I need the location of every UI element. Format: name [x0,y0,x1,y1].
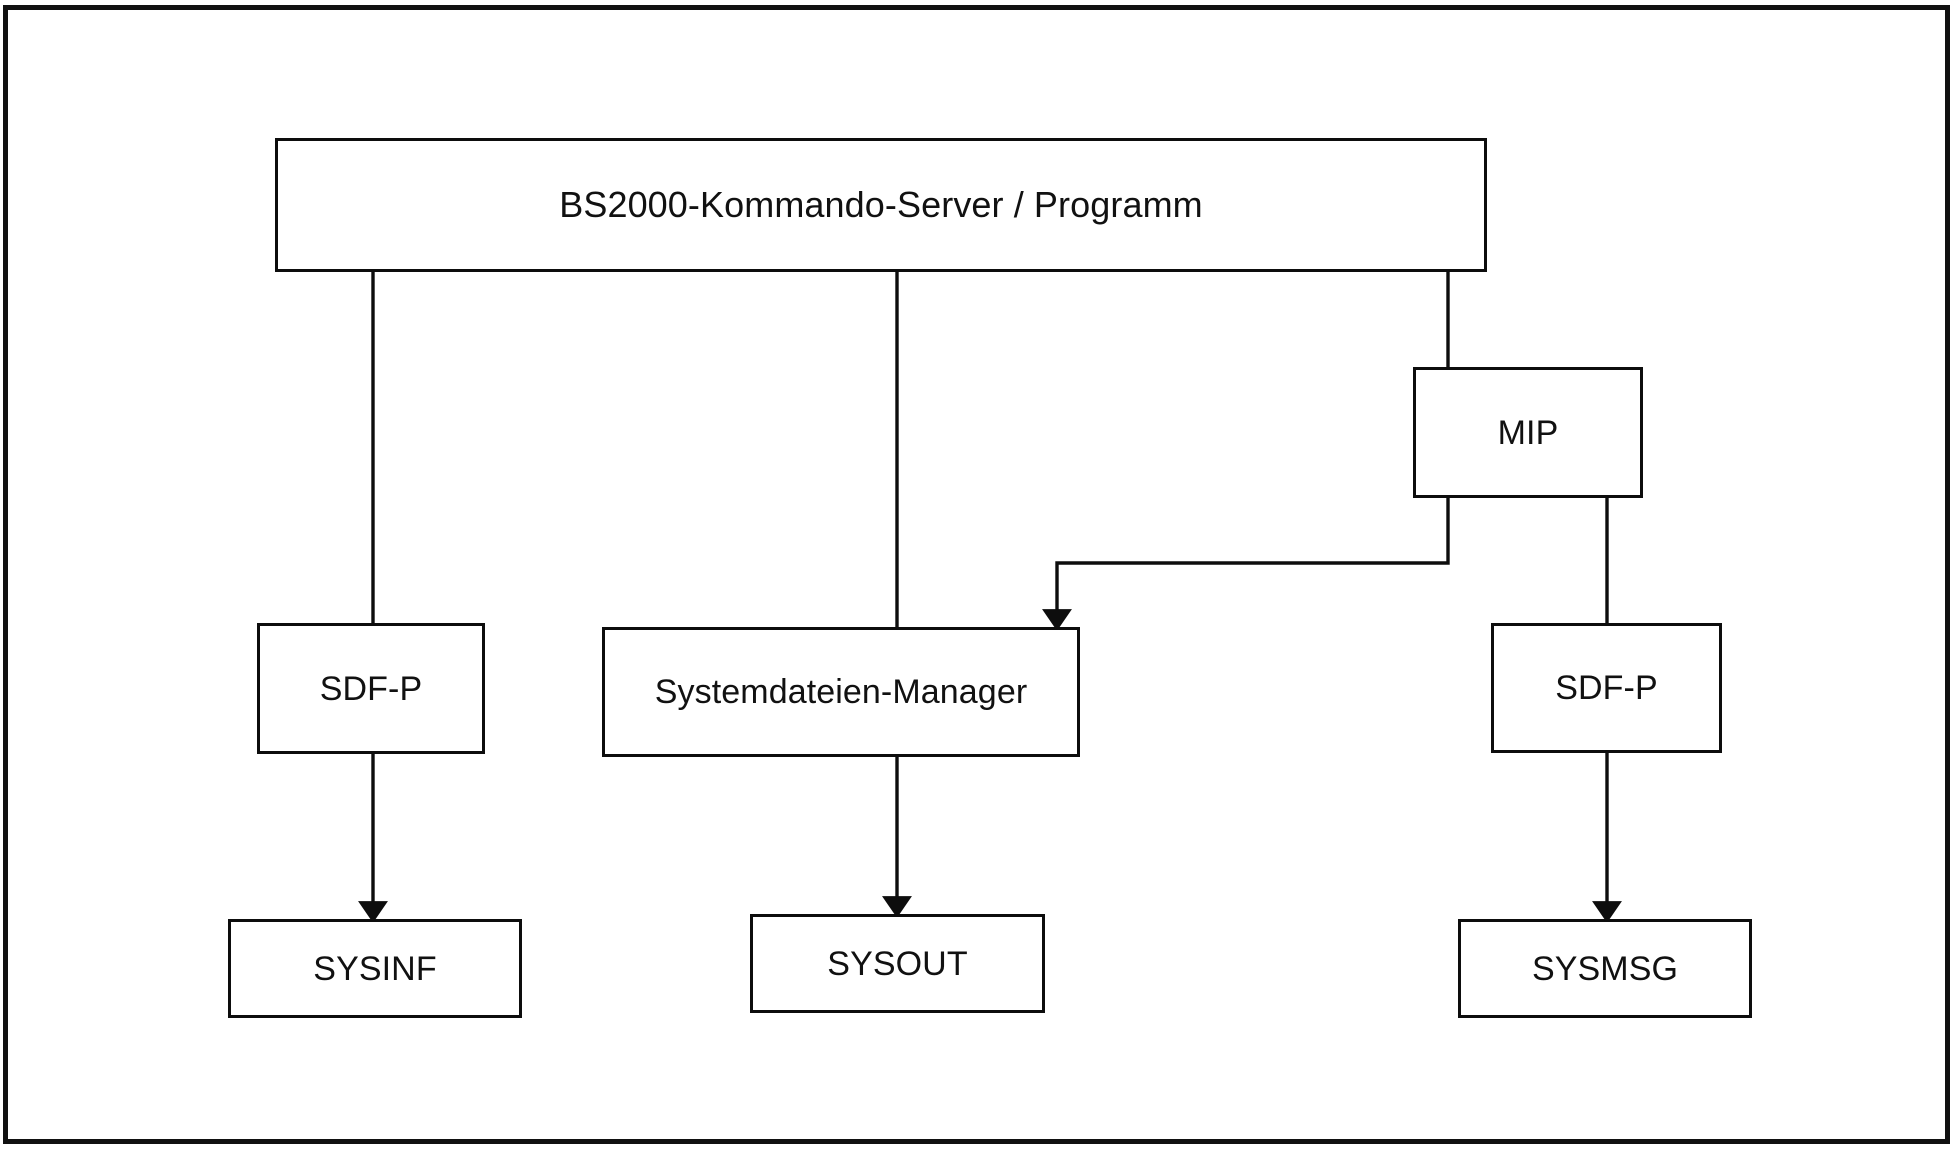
node-label-sysinf: SYSINF [313,949,437,988]
edge-mip-to-sdm [1042,498,1450,631]
node-label-mip: MIP [1497,413,1559,452]
node-label-server: BS2000-Kommando-Server / Programm [559,184,1203,225]
node-label-sdfp2: SDF-P [1555,669,1658,707]
node-sysinf[interactable]: SYSINF [228,919,522,1018]
node-label-sdfp1: SDF-P [319,669,423,708]
node-sdfp1[interactable]: SDF-P [257,623,485,754]
node-sdfp2[interactable]: SDF-P [1491,623,1722,753]
node-server[interactable]: BS2000-Kommando-Server / Programm [275,138,1487,272]
node-label-sysmsg: SYSMSG [1531,949,1679,988]
node-label-sysout: SYSOUT [827,944,968,983]
node-sdm[interactable]: Systemdateien-Manager [602,627,1080,757]
node-sysmsg[interactable]: SYSMSG [1458,919,1752,1018]
node-mip[interactable]: MIP [1413,367,1643,498]
node-label-sdm: Systemdateien-Manager [654,673,1028,711]
edge-group [358,272,1622,923]
node-sysout[interactable]: SYSOUT [750,914,1045,1013]
